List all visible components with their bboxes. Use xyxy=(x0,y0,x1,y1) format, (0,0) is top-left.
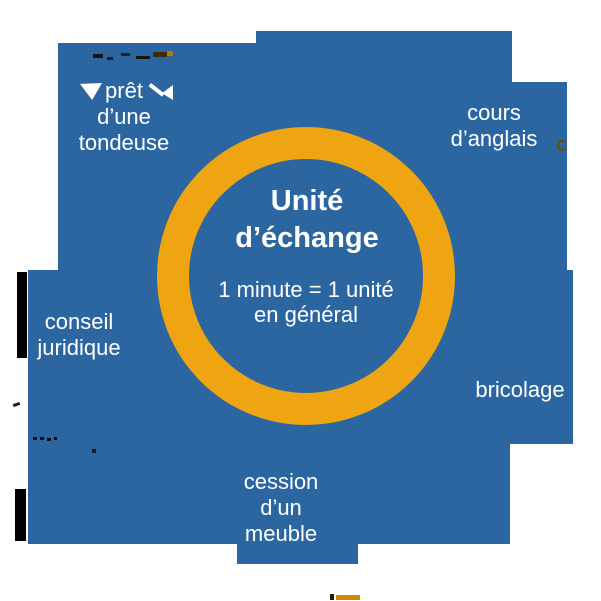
dash-artifact xyxy=(330,594,334,600)
exchange-ring xyxy=(157,127,455,425)
label-line: tondeuse xyxy=(78,130,170,155)
label-pret-tondeuse: prêt d’une tondeuse xyxy=(79,78,170,156)
label-cession-meuble: cession d’un meuble xyxy=(244,469,319,547)
smudge-artifact xyxy=(93,54,103,58)
speck-artifact xyxy=(12,401,21,408)
smudge-artifact xyxy=(107,57,113,60)
label-line: prêt xyxy=(105,78,143,103)
center-title-line1: Unité xyxy=(270,185,344,217)
arc-artifact xyxy=(557,140,568,151)
label-cours-anglais: cours d’anglais xyxy=(451,100,538,152)
speck-artifact xyxy=(54,437,57,440)
shadow-artifact-lower xyxy=(15,489,26,541)
label-line: d’anglais xyxy=(450,126,538,151)
label-line: meuble xyxy=(244,521,318,546)
speck-artifact xyxy=(33,437,37,440)
speck-artifact xyxy=(47,438,51,441)
label-line: juridique xyxy=(37,335,121,360)
center-subtitle-line2: en général xyxy=(254,302,358,327)
center-subtitle: 1 minute = 1 unité en général xyxy=(218,277,394,327)
label-line: d’une xyxy=(97,104,151,129)
center-title: Unité d’échange xyxy=(235,183,378,257)
cloud-segment-bottom-tab xyxy=(237,543,358,564)
label-line: conseil xyxy=(44,309,114,334)
smudge-artifact xyxy=(153,52,167,57)
label-line: d’un xyxy=(260,495,302,520)
label-bricolage: bricolage xyxy=(475,377,564,403)
shadow-artifact-upper xyxy=(17,272,27,358)
speck-artifact xyxy=(92,449,96,453)
arrow-right-icon xyxy=(162,85,173,100)
label-line: bricolage xyxy=(475,377,565,402)
speck-artifact xyxy=(40,437,44,440)
smudge-artifact xyxy=(121,53,130,56)
label-conseil-juridique: conseil juridique xyxy=(37,309,120,361)
dash-artifact xyxy=(336,595,360,600)
center-subtitle-line1: 1 minute = 1 unité xyxy=(218,277,394,302)
smudge-artifact xyxy=(136,56,150,59)
smudge-artifact xyxy=(167,51,173,56)
label-line: cours xyxy=(467,100,521,125)
label-line: cession xyxy=(243,469,319,494)
cloud-segment-bottom xyxy=(28,443,510,544)
center-title-line2: d’échange xyxy=(235,222,379,254)
